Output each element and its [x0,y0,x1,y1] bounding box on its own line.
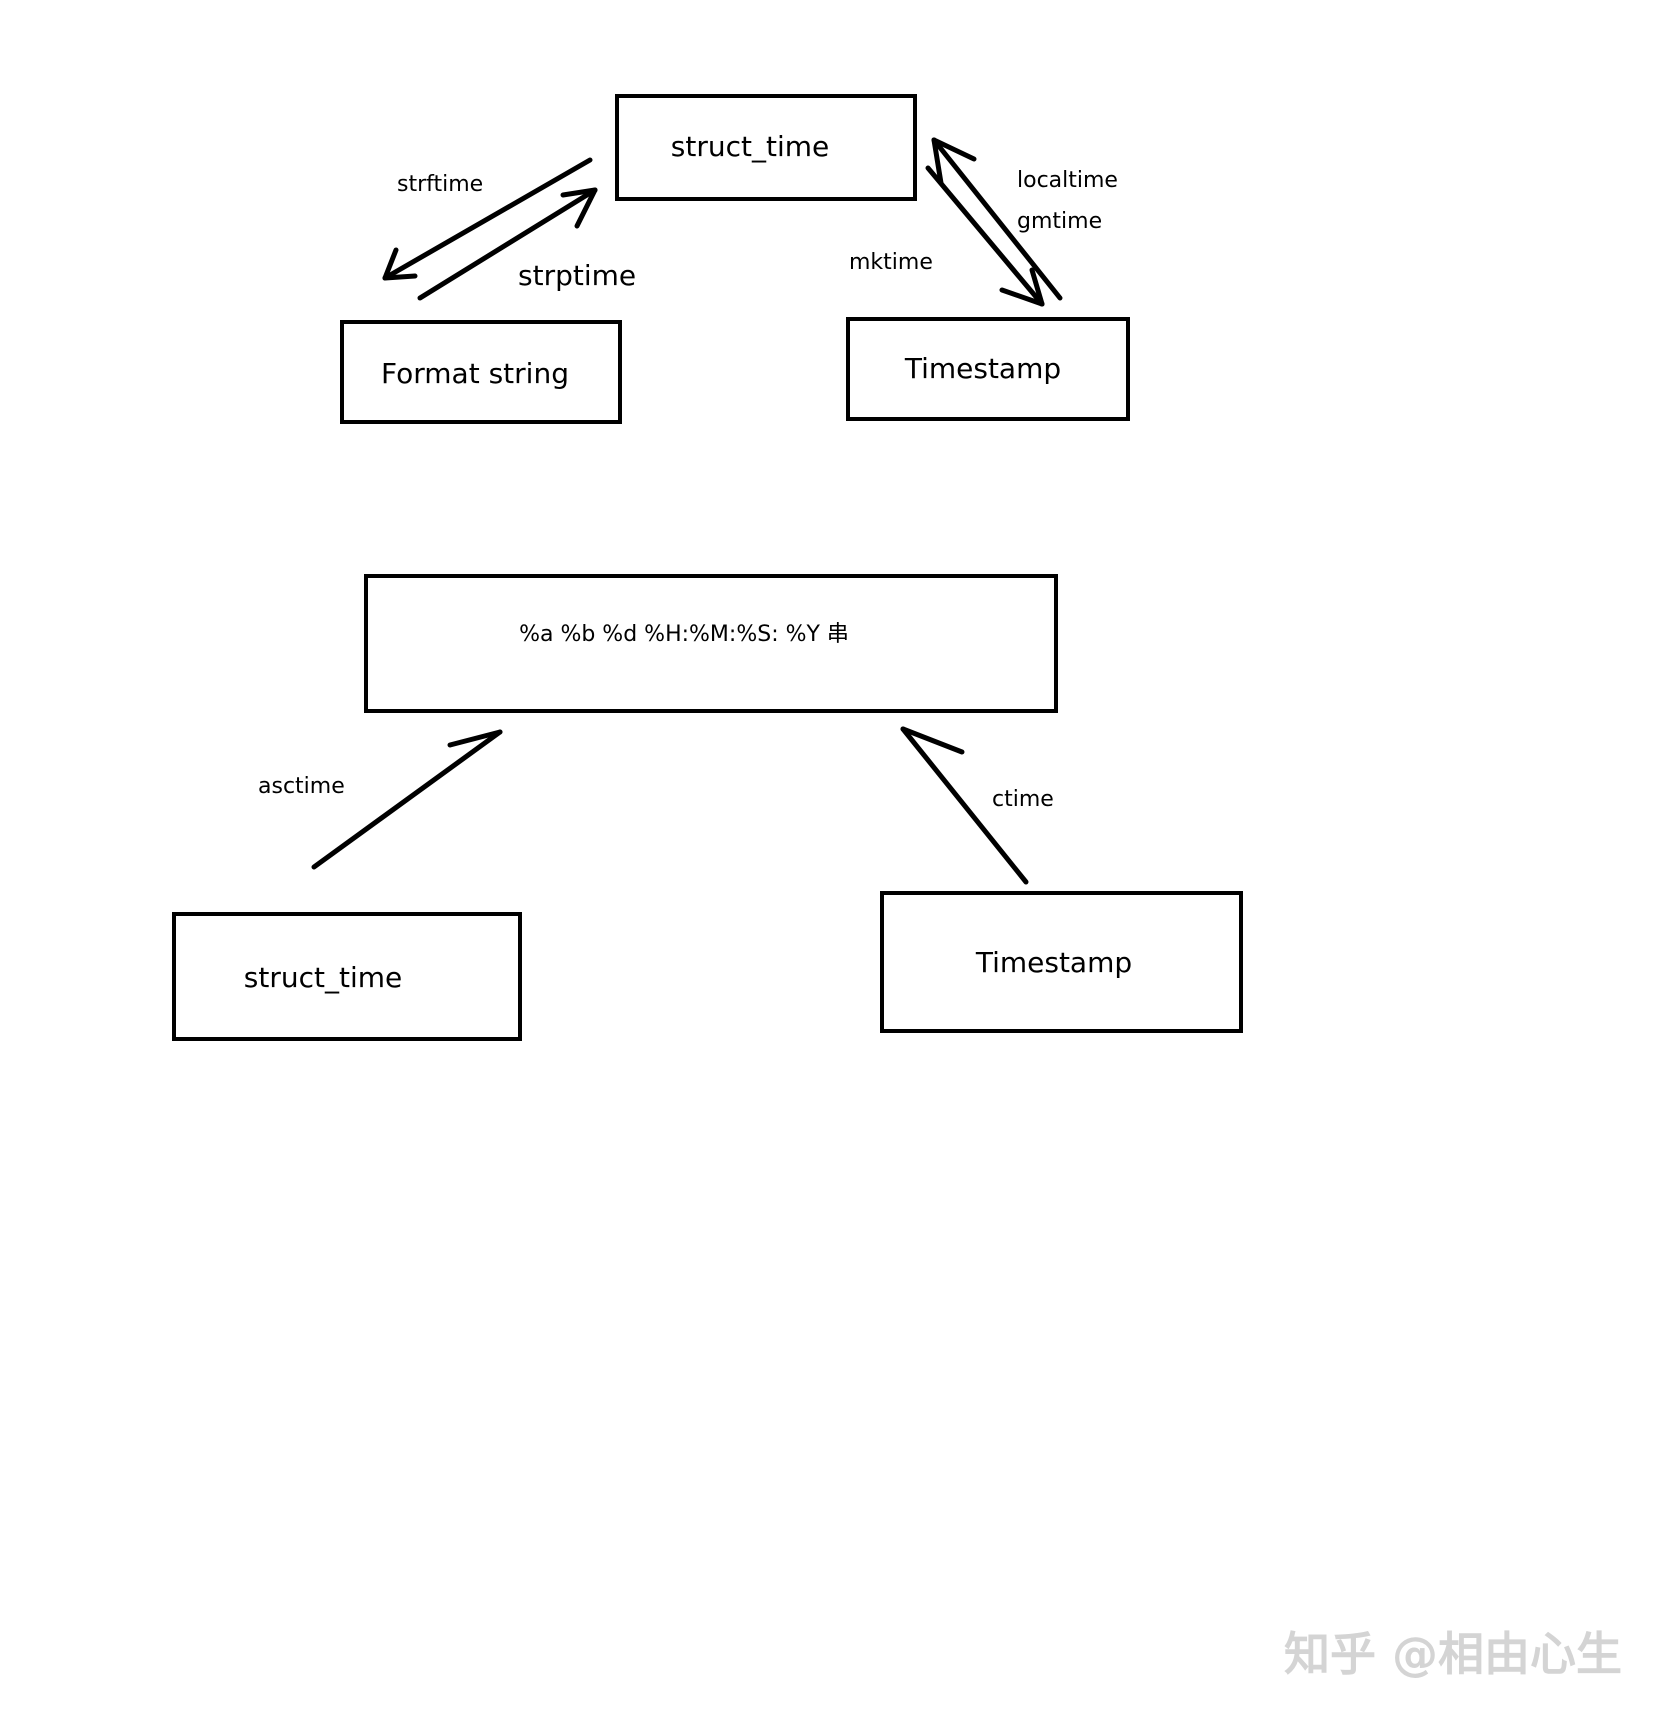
struct-time-box-top: struct_time [615,94,917,201]
mktime-label: mktime [849,250,933,275]
format-string-box-label: Format string [381,357,569,390]
localtime-label: localtime [1017,168,1118,193]
asctime-arrow [311,729,503,870]
ctime-label: ctime [992,787,1054,812]
struct-time-box-bottom-label: struct_time [244,961,402,994]
asctime-format-box-label: %a %b %d %H:%M:%S: %Y 串 [519,622,849,647]
bottom-diagram: %a %b %d %H:%M:%S: %Y 串 struct_time Time… [172,574,1243,1041]
timestamp-box-top: Timestamp [846,317,1130,421]
timestamp-box-bottom-label: Timestamp [975,946,1132,979]
strptime-arrow [417,187,598,301]
strftime-label: strftime [397,172,483,197]
mktime-arrow [925,165,1045,307]
strftime-arrow [382,157,593,281]
asctime-format-box: %a %b %d %H:%M:%S: %Y 串 [364,574,1058,713]
struct-time-box-top-label: struct_time [671,130,829,163]
asctime-label: asctime [258,774,345,799]
strptime-label: strptime [518,259,636,292]
struct-time-box-bottom: struct_time [172,912,522,1041]
timestamp-box-top-label: Timestamp [904,352,1061,385]
timestamp-box-bottom: Timestamp [880,891,1243,1033]
localtime-gmtime-arrow [931,137,1063,301]
ctime-arrow [900,726,1029,885]
zhihu-watermark: 知乎 @相由心生 [1284,1627,1622,1681]
format-string-box: Format string [340,320,622,424]
gmtime-label: gmtime [1017,209,1102,234]
top-diagram: struct_time Format string Timestamp [340,94,1130,424]
